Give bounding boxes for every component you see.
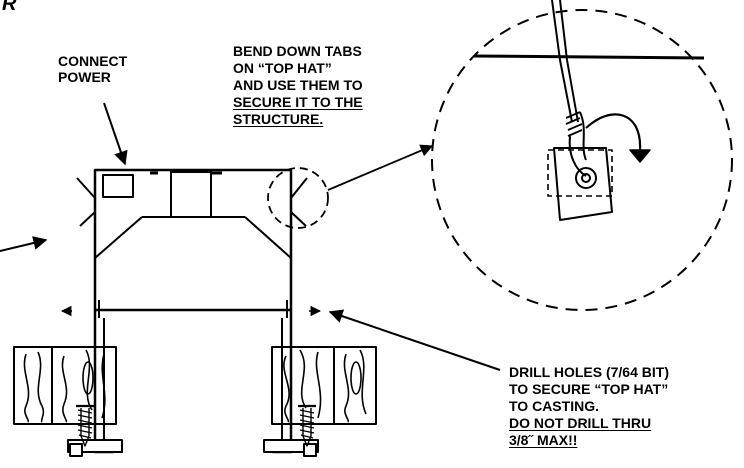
inner-slope-left — [94, 216, 143, 259]
junction-box — [102, 174, 134, 198]
drill-holes-arrow — [328, 309, 501, 371]
bend-tabs-line-1: BEND DOWN TABS — [233, 43, 362, 59]
drill-line-4: DO NOT DRILL THRU — [509, 415, 652, 431]
connect-power-label: CONNECT POWER — [58, 53, 127, 85]
connect-power-line-1: CONNECT — [58, 53, 128, 69]
right-channel — [263, 310, 319, 457]
center-block — [170, 171, 212, 218]
right-wood-stack — [271, 346, 377, 425]
drill-line-2: TO SECURE “TOP HAT” — [509, 381, 669, 397]
right-screw — [298, 404, 316, 447]
left-screw — [76, 404, 94, 447]
detail-callout-small — [267, 167, 329, 229]
left-edge-arrow — [0, 236, 48, 252]
connect-power-arrow — [103, 102, 128, 166]
drill-holes-label: DRILL HOLES (7/64 BIT) TO SECURE “TOP HA… — [509, 364, 669, 449]
detail-link-arrow — [327, 144, 434, 191]
bend-tabs-line-3: AND USE THEM TO — [233, 77, 363, 93]
bend-tabs-line-2: ON “TOP HAT” — [233, 60, 332, 76]
bend-tabs-line-4: SECURE IT TO THE — [233, 94, 363, 110]
corner-mark: R — [2, 0, 17, 15]
detail-view — [431, 0, 733, 311]
top-hat-housing — [76, 168, 308, 318]
left-wood-stack — [13, 346, 117, 425]
drill-line-3: TO CASTING. — [509, 398, 599, 414]
inner-slope-right — [244, 216, 292, 259]
tab-left — [76, 177, 96, 199]
tab-right — [290, 177, 308, 199]
bend-tabs-line-5: STRUCTURE. — [233, 111, 324, 127]
bend-tabs-label: BEND DOWN TABS ON “TOP HAT” AND USE THEM… — [233, 43, 363, 128]
drill-line-1: DRILL HOLES (7/64 BIT) — [509, 364, 669, 380]
left-channel — [67, 310, 123, 457]
drill-line-5: 3/8˝ MAX!! — [509, 432, 578, 448]
connect-power-line-2: POWER — [58, 69, 111, 85]
